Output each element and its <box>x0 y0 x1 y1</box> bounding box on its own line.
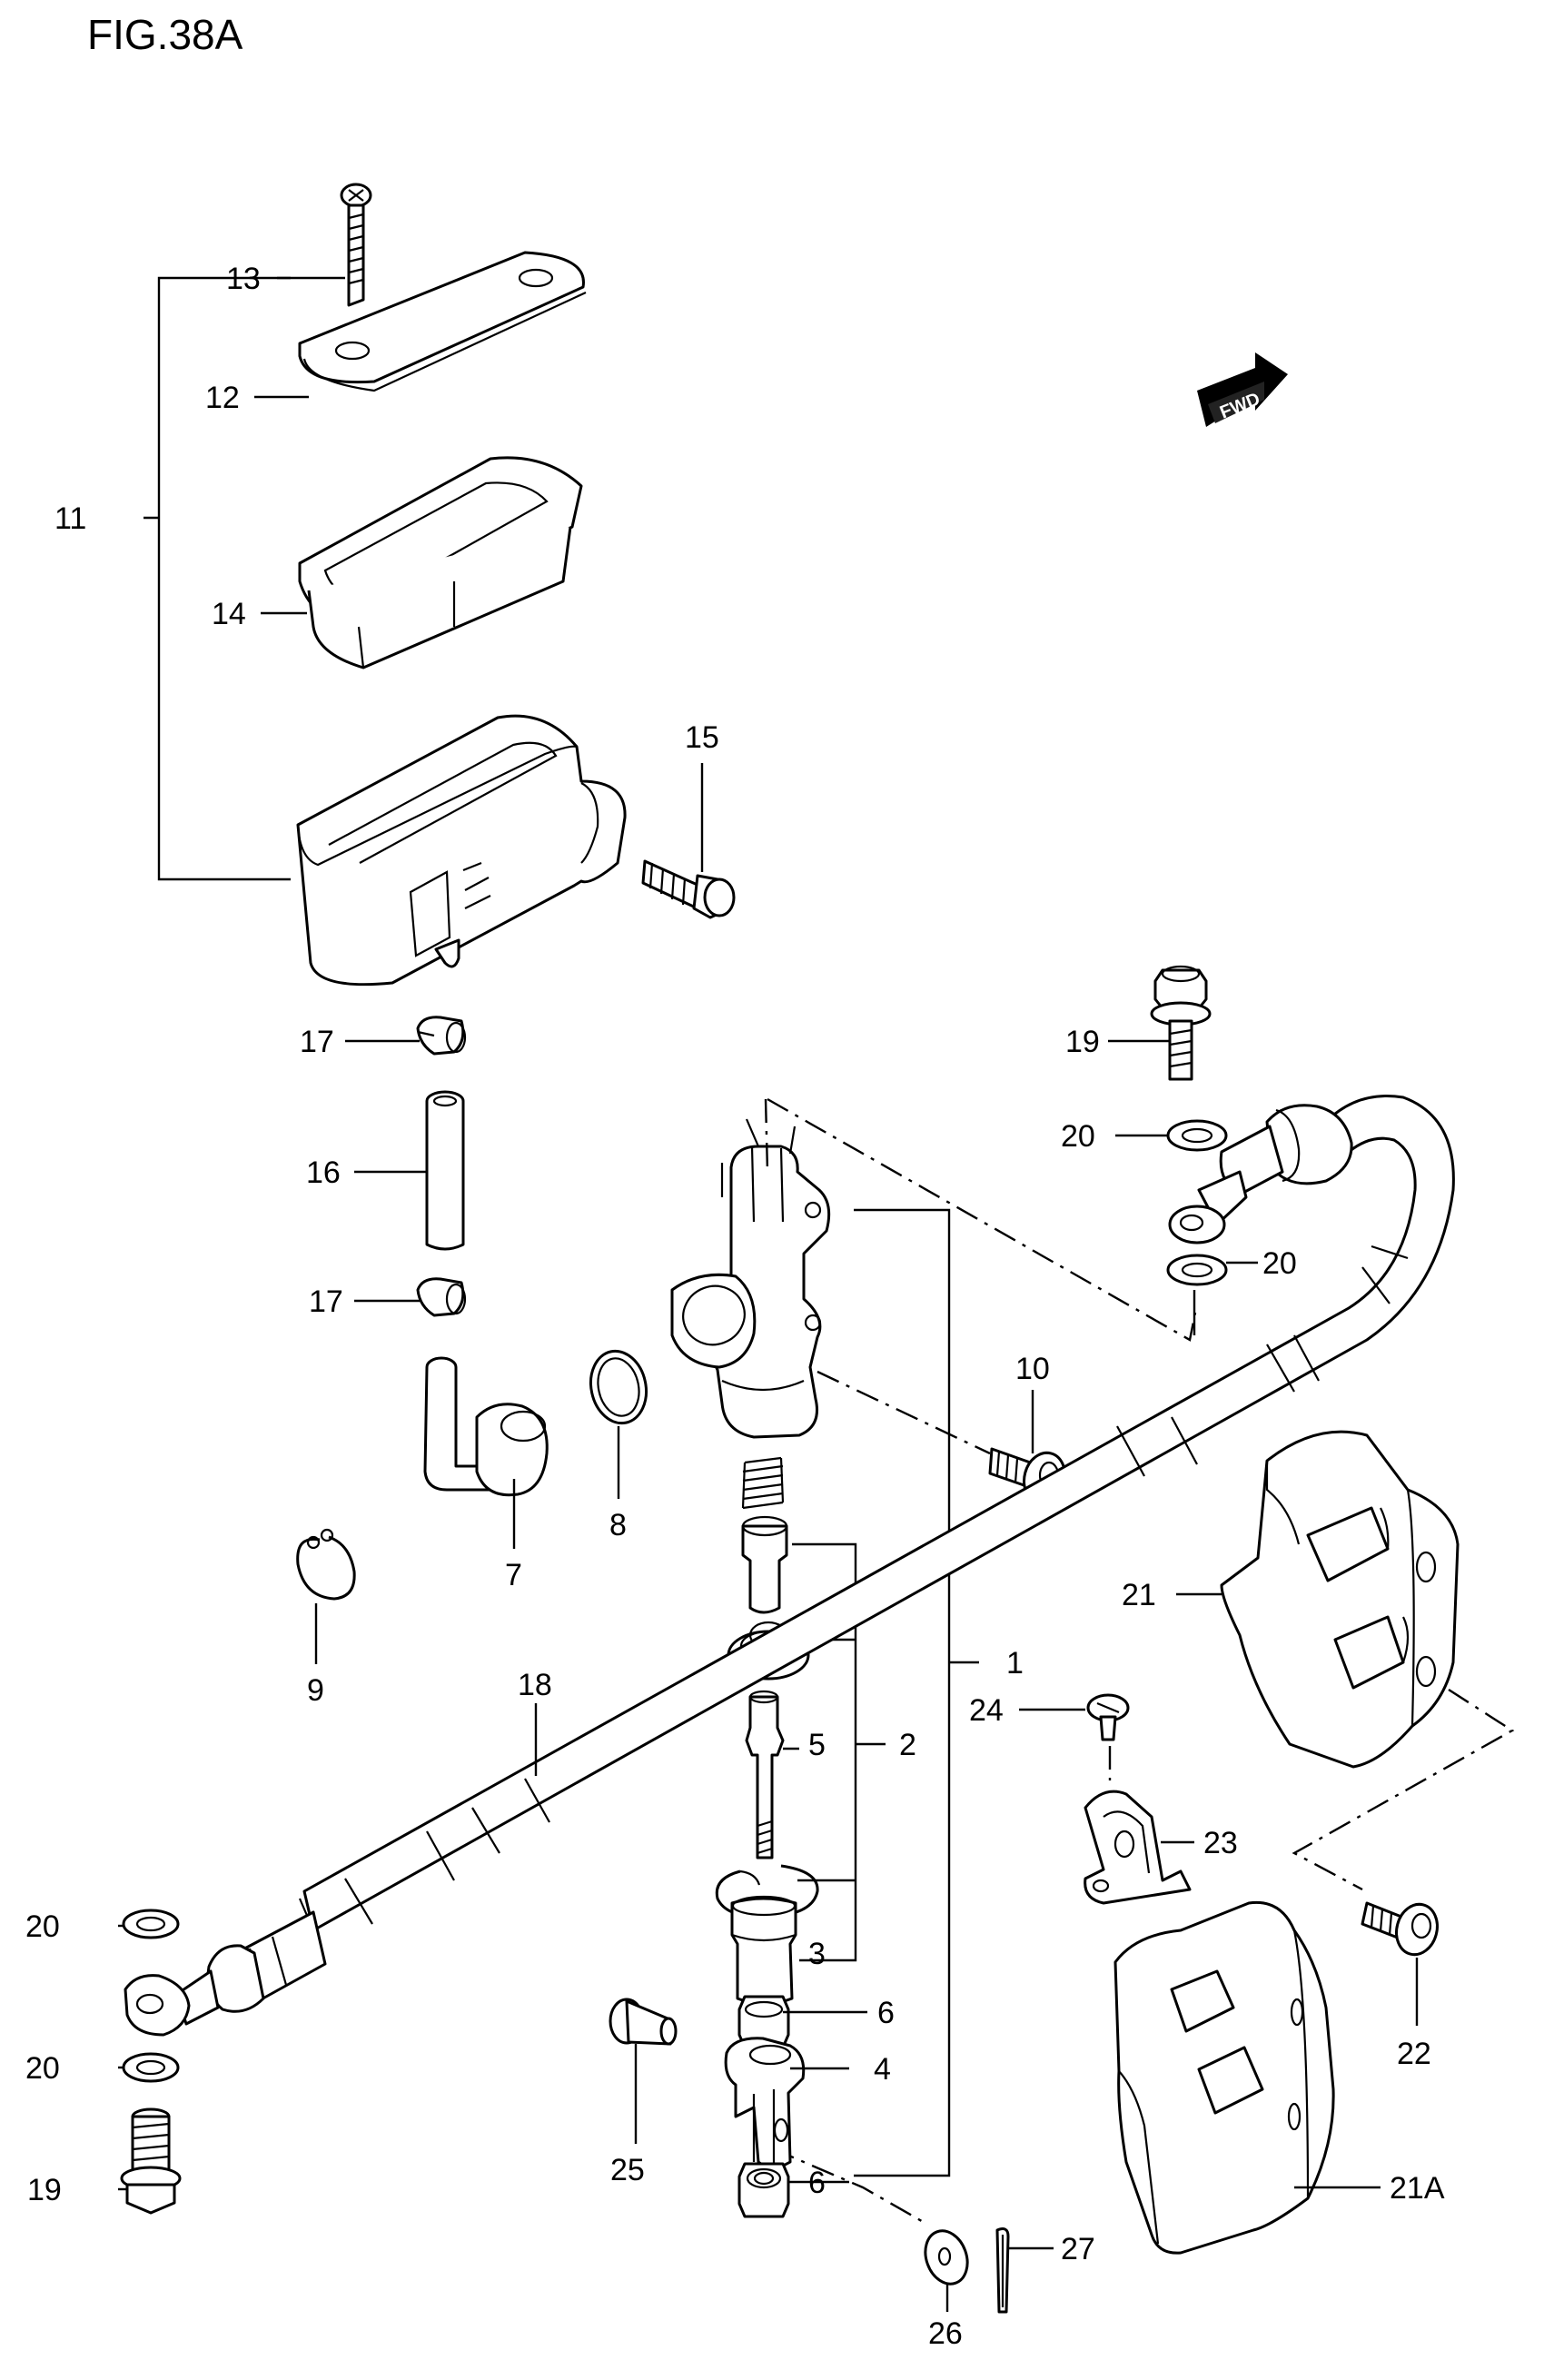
fwd-arrow-icon: FWD <box>1197 352 1288 427</box>
part-14-diaphragm <box>298 456 583 669</box>
callout-6-upper: 6 <box>877 1996 895 2030</box>
part-5-push-rod <box>745 1690 785 1859</box>
callout-20-b: 20 <box>1262 1246 1297 1281</box>
part-3-boot <box>730 1895 797 2006</box>
part-20-washer-upper-b <box>1166 1254 1228 1286</box>
callout-23: 23 <box>1203 1826 1238 1860</box>
callout-19-lower: 19 <box>27 2173 62 2207</box>
part-11-reservoir <box>296 714 627 987</box>
callout-21a: 21A <box>1390 2171 1445 2206</box>
callout-13: 13 <box>226 262 261 296</box>
callout-17-lower: 17 <box>309 1284 343 1319</box>
callout-1: 1 <box>1006 1646 1024 1681</box>
part-20-washer-lower-b <box>122 2052 180 2083</box>
callout-20-c: 20 <box>25 1909 60 1944</box>
callout-4: 4 <box>874 2052 891 2087</box>
callout-bracket-1 <box>854 1208 951 2177</box>
part-15-bolt <box>641 859 736 919</box>
part-21-guard <box>1220 1430 1460 1769</box>
part-13-screw <box>340 183 372 307</box>
callout-20-a: 20 <box>1061 1119 1095 1154</box>
part-20-washer-upper-a <box>1166 1119 1228 1152</box>
callout-12: 12 <box>205 381 240 415</box>
part-piston <box>741 1515 788 1614</box>
callout-17-upper: 17 <box>300 1025 334 1059</box>
part-12-reservoir-cap <box>298 251 587 392</box>
part-17-hose-clip-upper <box>416 1016 467 1056</box>
callout-26: 26 <box>928 2316 963 2351</box>
part-16-hose <box>425 1090 465 1251</box>
part-9-circlip <box>296 1528 356 1601</box>
part-26-washer <box>924 2229 969 2286</box>
part-25-clevis-pin <box>609 1998 678 2046</box>
callout-3: 3 <box>808 1937 826 1971</box>
callout-11: 11 <box>54 501 86 536</box>
callout-18: 18 <box>518 1668 552 1702</box>
leader-lines <box>118 276 1419 2312</box>
callout-24: 24 <box>969 1693 1004 1728</box>
part-19-banjo-bolt-lower <box>120 2107 182 2215</box>
callout-25: 25 <box>610 2153 645 2187</box>
part-23-bracket <box>1084 1790 1192 1905</box>
callout-bracket-2 <box>792 1542 857 1962</box>
callout-20-d: 20 <box>25 2051 60 2086</box>
callout-7: 7 <box>505 1558 522 1592</box>
part-20-washer-lower-a <box>122 1909 180 1939</box>
part-27-cotter-pin <box>995 2227 1010 2314</box>
part-1-master-cylinder <box>670 1118 831 1439</box>
callout-5: 5 <box>808 1728 826 1762</box>
part-spring <box>741 1456 785 1510</box>
callout-19-upper: 19 <box>1065 1025 1100 1059</box>
callout-6-lower: 6 <box>808 2166 826 2200</box>
part-8-o-ring <box>589 1349 648 1425</box>
part-22-bolt <box>1361 1901 1439 1957</box>
callout-27: 27 <box>1061 2232 1095 2266</box>
callout-2: 2 <box>899 1728 916 1762</box>
callout-bracket-11 <box>157 276 291 881</box>
callout-9: 9 <box>307 1673 324 1708</box>
part-18-brake-hose <box>124 1095 1455 2037</box>
part-7-hose-connector <box>423 1356 549 1497</box>
figure-title: FIG.38A <box>87 11 243 58</box>
callout-22: 22 <box>1397 2037 1431 2071</box>
part-6-nut-lower <box>737 2162 790 2218</box>
part-4-clevis <box>724 2037 806 2169</box>
callout-14: 14 <box>212 597 246 631</box>
callout-16: 16 <box>306 1155 341 1190</box>
callout-8: 8 <box>609 1508 627 1542</box>
callout-21: 21 <box>1122 1578 1156 1612</box>
part-17-hose-clip-lower <box>416 1277 467 1317</box>
part-21a-guard <box>1113 1900 1335 2255</box>
part-19-banjo-bolt-upper <box>1150 965 1212 1081</box>
callout-10: 10 <box>1015 1352 1050 1386</box>
callout-15: 15 <box>685 720 719 755</box>
part-24-screw <box>1086 1693 1130 1741</box>
callout-labels: 13 12 11 14 15 17 16 17 19 20 20 10 8 7 … <box>25 262 1445 2351</box>
